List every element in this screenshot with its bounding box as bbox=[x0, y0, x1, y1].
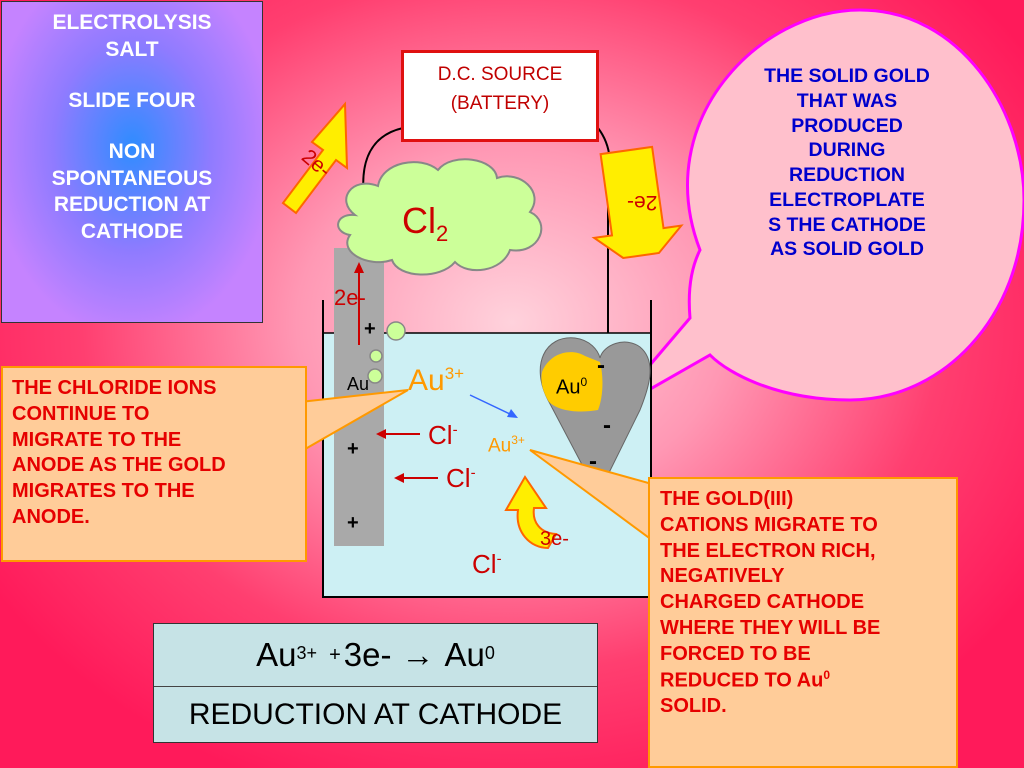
anode-electron-arrowhead bbox=[354, 262, 364, 273]
chloride-arrowhead-1 bbox=[376, 429, 386, 439]
equation-plus: + bbox=[329, 643, 341, 666]
gold-ion-label: Au3+ bbox=[408, 364, 465, 397]
gold-deposit bbox=[541, 352, 603, 412]
title-line: SLIDE FOUR bbox=[68, 88, 196, 112]
title-line: SPONTANEOUS bbox=[51, 166, 213, 190]
beaker bbox=[322, 300, 652, 598]
chloride-ion-label: Cl- bbox=[472, 549, 502, 579]
anode-plus: + bbox=[347, 438, 359, 460]
gas-bubble bbox=[367, 368, 383, 384]
anode-electron-label: 2e- bbox=[334, 285, 366, 310]
note-line: NEGATIVELY bbox=[660, 565, 785, 588]
bubble-line: THAT WAS bbox=[796, 89, 898, 112]
electron-flow-arrow-right bbox=[591, 145, 684, 260]
equation-product: Au bbox=[444, 636, 485, 673]
dc-source-sublabel: (BATTERY) bbox=[450, 92, 550, 114]
gas-bubble bbox=[386, 321, 406, 341]
note-line: SOLID. bbox=[660, 695, 727, 718]
chloride-ion-label: Cl- bbox=[428, 420, 458, 450]
note-line: MIGRATES TO THE bbox=[12, 480, 195, 503]
cathode-minus: - bbox=[597, 352, 605, 379]
chlorine-cloud bbox=[337, 158, 543, 276]
bubble-line: AS SOLID GOLD bbox=[770, 238, 924, 261]
note-line: MIGRATE TO THE bbox=[12, 428, 182, 451]
anode-plus: + bbox=[364, 318, 376, 340]
title-line: CATHODE bbox=[80, 220, 184, 244]
note-line: THE GOLD(III) bbox=[660, 488, 794, 510]
note-line: CHARGED CATHODE bbox=[660, 591, 865, 614]
chloride-ion-label: Cl- bbox=[446, 463, 476, 493]
electron-flow-label-right: 2e- bbox=[627, 191, 658, 214]
bubble-text: THE SOLID GOLD THAT WAS PRODUCED DURING … bbox=[724, 64, 970, 262]
title-line: NON bbox=[108, 139, 156, 163]
gold-deposit-label: Au0 bbox=[556, 375, 588, 399]
gold-migration-arrowhead bbox=[507, 409, 518, 418]
equation-reactant-charge: 3+ bbox=[296, 642, 318, 663]
cathode-minus: - bbox=[589, 448, 597, 475]
title-line: REDUCTION AT bbox=[53, 193, 211, 217]
equation-product-charge: 0 bbox=[484, 642, 495, 663]
chloride-arrowhead-2 bbox=[394, 473, 404, 483]
bubble-line: PRODUCED bbox=[791, 114, 903, 137]
equation-caption: REDUCTION AT CATHODE bbox=[188, 698, 563, 731]
note-line: FORCED TO BE bbox=[660, 642, 811, 665]
bubble-line: REDUCTION bbox=[789, 164, 905, 186]
cathode-minus: - bbox=[603, 412, 611, 439]
title-box: ELECTROLYSIS SALT SLIDE FOUR NON SPONTAN… bbox=[1, 1, 263, 323]
note-line: THE ELECTRON RICH, bbox=[660, 539, 876, 562]
anode-label: Au bbox=[347, 374, 370, 394]
gas-bubble bbox=[369, 349, 383, 363]
electron-flow-arrow-left bbox=[281, 101, 349, 215]
dc-source-box: D.C. SOURCE (BATTERY) bbox=[401, 50, 599, 142]
gold-migration-note: THE GOLD(III) CATIONS MIGRATE TO THE ELE… bbox=[648, 477, 958, 768]
equation-reactant: Au bbox=[256, 636, 297, 673]
note-line: CONTINUE TO bbox=[12, 402, 150, 425]
speech-bubble bbox=[608, 8, 1024, 414]
reduction-electron-arrow bbox=[504, 475, 558, 550]
note-line: THE CHLORIDE IONS bbox=[12, 377, 217, 399]
note-line: CATIONS MIGRATE TO bbox=[660, 513, 878, 536]
bubble-line: ELECTROPLATE bbox=[769, 188, 925, 211]
bubble-line: THE SOLID GOLD bbox=[764, 65, 930, 87]
note-line: ANODE AS THE GOLD bbox=[12, 454, 226, 477]
equation-electrons: 3e- bbox=[343, 636, 392, 673]
bubble-line: DURING bbox=[808, 139, 886, 162]
title-line: SALT bbox=[105, 37, 159, 61]
anode-plus: + bbox=[347, 512, 359, 534]
gold-ion-label-small: Au3+ bbox=[488, 433, 525, 457]
note-line: REDUCED TO Au0 bbox=[660, 667, 831, 692]
reduction-electron-label: 3e- bbox=[540, 528, 569, 550]
chloride-migration-note: THE CHLORIDE IONS CONTINUE TO MIGRATE TO… bbox=[1, 366, 307, 562]
note-line: ANODE. bbox=[12, 505, 90, 528]
chlorine-gas-label: Cl2 bbox=[402, 200, 449, 247]
dc-source-label: D.C. SOURCE bbox=[437, 64, 563, 85]
title-line: ELECTROLYSIS bbox=[52, 11, 212, 34]
gold-migration-arrow bbox=[469, 394, 513, 416]
equation-arrow: → bbox=[401, 636, 435, 673]
note-line: WHERE THEY WILL BE bbox=[660, 616, 881, 639]
bubble-line: S THE CATHODE bbox=[768, 213, 926, 236]
